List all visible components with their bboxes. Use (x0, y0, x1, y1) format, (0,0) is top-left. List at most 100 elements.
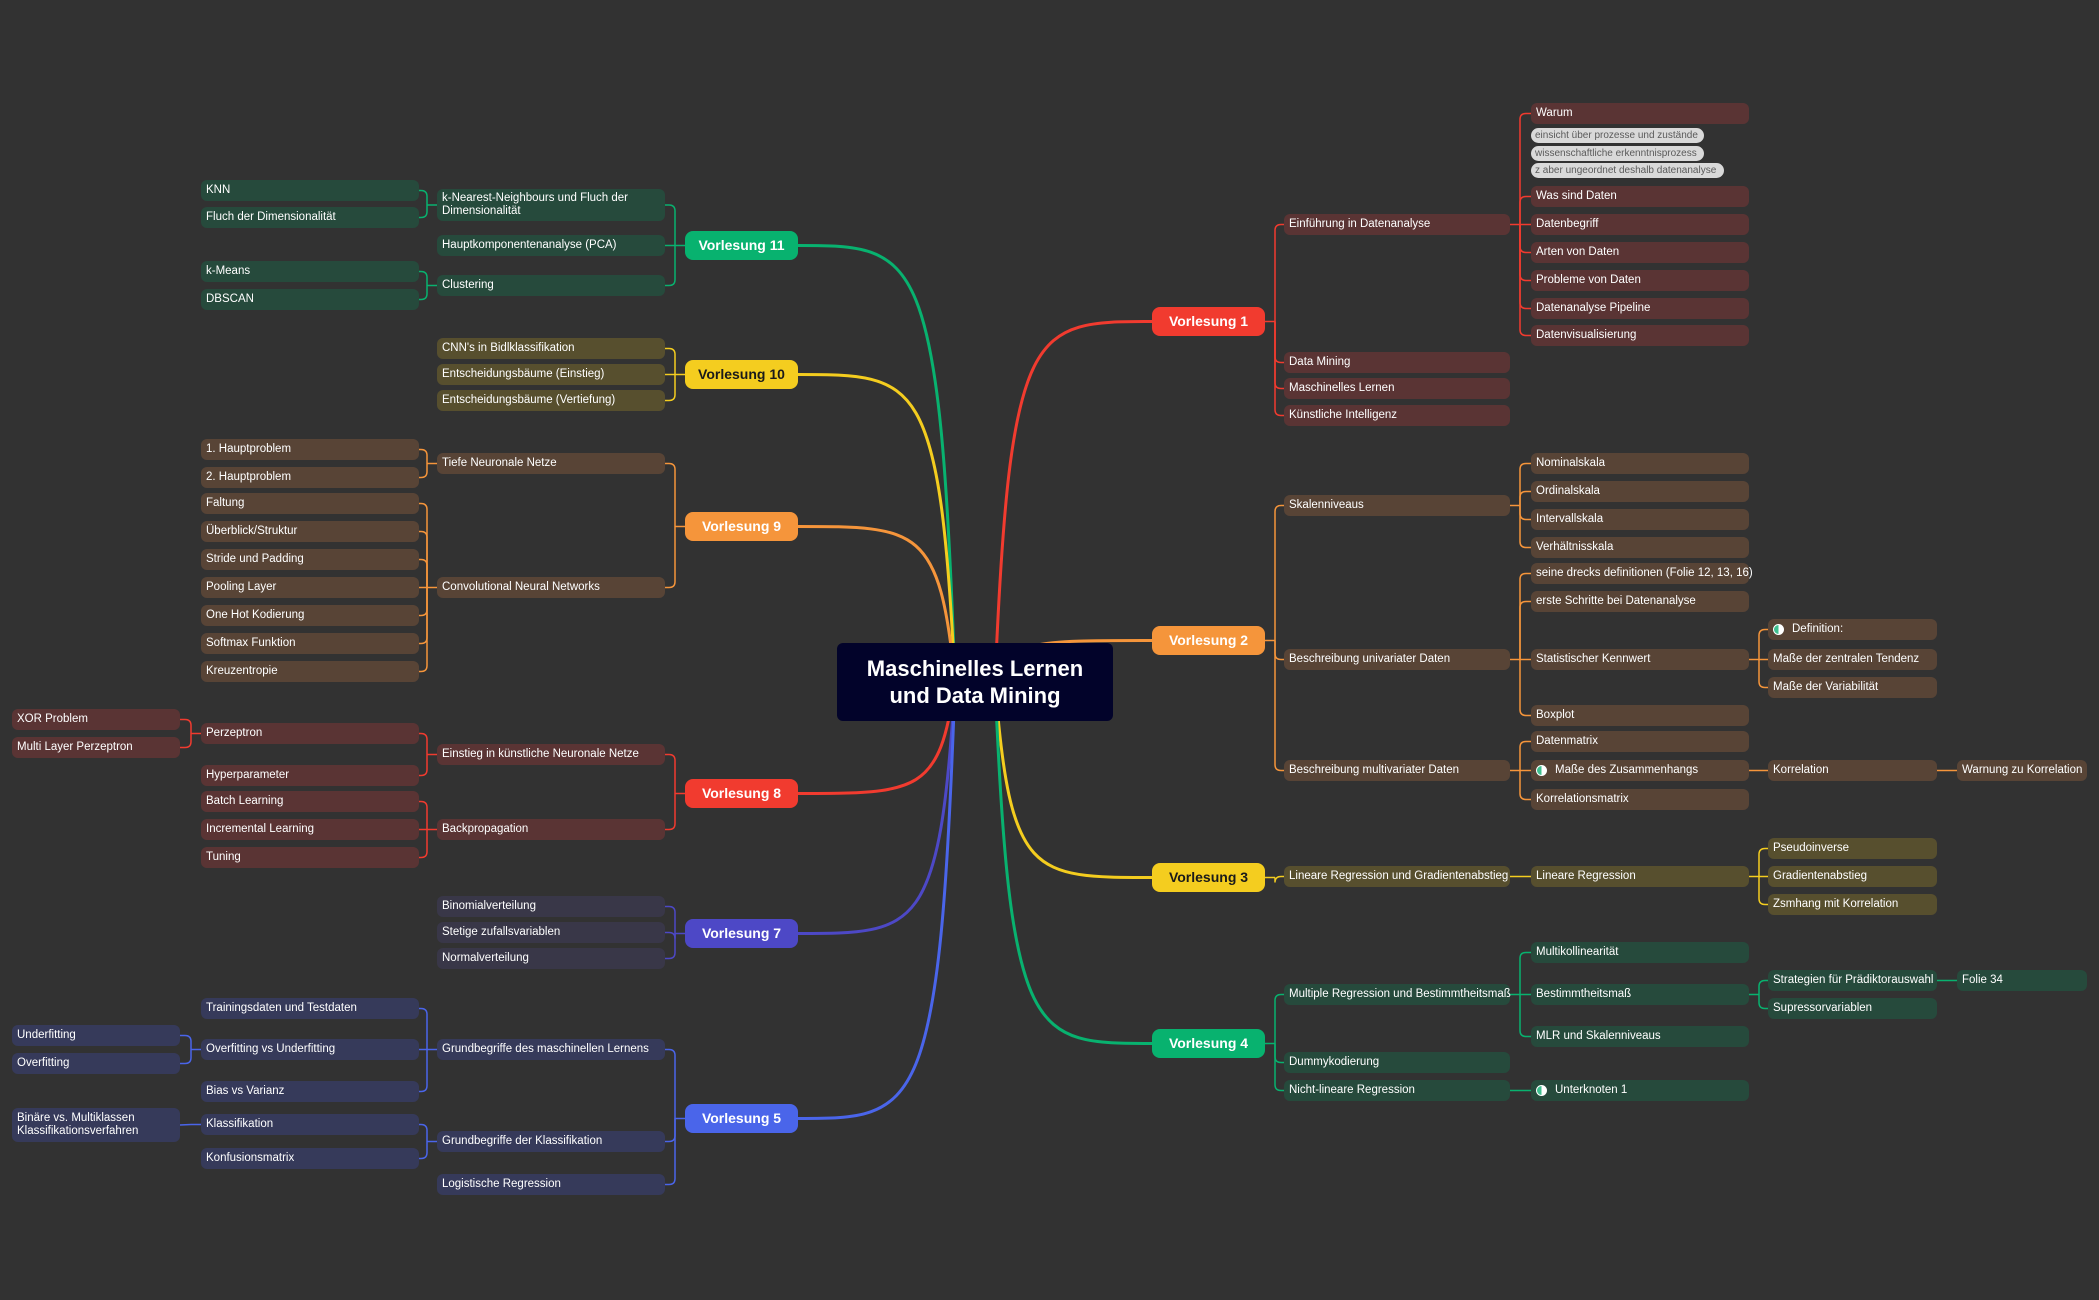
branch-vorlesung-2[interactable]: Vorlesung 2 (1152, 626, 1265, 655)
branch-vorlesung-8[interactable]: Vorlesung 8 (685, 779, 798, 808)
node-2-hauptproblem[interactable]: 2. Hauptproblem (201, 467, 419, 488)
node-folie-34[interactable]: Folie 34 (1957, 970, 2087, 991)
node-convolutional-neural-networks[interactable]: Convolutional Neural Networks (437, 577, 665, 598)
node-dbscan[interactable]: DBSCAN (201, 289, 419, 310)
branch-vorlesung-11[interactable]: Vorlesung 11 (685, 231, 798, 260)
node-binare-vs-multiklassen-klassifikationsverfahren[interactable]: Binäre vs. Multiklassen Klassifikationsv… (12, 1108, 180, 1142)
node-probleme-von-daten[interactable]: Probleme von Daten (1531, 270, 1749, 291)
node-was-sind-daten[interactable]: Was sind Daten (1531, 186, 1749, 207)
node-entscheidungsbaume-vertiefung[interactable]: Entscheidungsbäume (Vertiefung) (437, 390, 665, 411)
node-nicht-lineare-regression[interactable]: Nicht-lineare Regression (1284, 1080, 1510, 1101)
node-softmax-funktion[interactable]: Softmax Funktion (201, 633, 419, 654)
branch-vorlesung-4[interactable]: Vorlesung 4 (1152, 1029, 1265, 1058)
node-kreuzentropie[interactable]: Kreuzentropie (201, 661, 419, 682)
node-k-nearest-neighbours-und-fluch-der-dimensionalitat[interactable]: k-Nearest-Neighbours und Fluch der Dimen… (437, 189, 665, 221)
node-overfitting[interactable]: Overfitting (12, 1053, 180, 1074)
node-einstieg-in-kunstliche-neuronale-netze[interactable]: Einstieg in künstliche Neuronale Netze (437, 744, 665, 765)
node-statistischer-kennwert[interactable]: Statistischer Kennwert (1531, 649, 1749, 670)
node-nominalskala[interactable]: Nominalskala (1531, 453, 1749, 474)
node-fluch-der-dimensionalitat[interactable]: Fluch der Dimensionalität (201, 207, 419, 228)
node-beschreibung-multivariater-daten[interactable]: Beschreibung multivariater Daten (1284, 760, 1510, 781)
branch-vorlesung-10[interactable]: Vorlesung 10 (685, 360, 798, 389)
node-verhaltnisskala[interactable]: Verhältnisskala (1531, 537, 1749, 558)
node-lineare-regression[interactable]: Lineare Regression (1531, 866, 1749, 887)
node-bias-vs-varianz[interactable]: Bias vs Varianz (201, 1081, 419, 1102)
node-hyperparameter[interactable]: Hyperparameter (201, 765, 419, 786)
node-batch-learning[interactable]: Batch Learning (201, 791, 419, 812)
node-bestimmtheitsmass[interactable]: Bestimmtheitsmaß (1531, 984, 1749, 1005)
node-stride-und-padding[interactable]: Stride und Padding (201, 549, 419, 570)
node-incremental-learning[interactable]: Incremental Learning (201, 819, 419, 840)
node-datenanalyse-pipeline[interactable]: Datenanalyse Pipeline (1531, 298, 1749, 319)
node-strategien-fur-pradiktorauswahl[interactable]: Strategien für Prädiktorauswahl (1768, 970, 1937, 991)
node-datenbegriff[interactable]: Datenbegriff (1531, 214, 1749, 235)
branch-vorlesung-1[interactable]: Vorlesung 1 (1152, 307, 1265, 336)
node-einfuhrung-in-datenanalyse[interactable]: Einführung in Datenanalyse (1284, 214, 1510, 235)
node-multiple-regression-und-bestimmtheitsmass[interactable]: Multiple Regression und Bestimmtheitsmaß (1284, 984, 1511, 1005)
node-hauptkomponentenanalyse-pca[interactable]: Hauptkomponentenanalyse (PCA) (437, 235, 665, 256)
node-dummykodierung[interactable]: Dummykodierung (1284, 1052, 1510, 1073)
node-xor-problem[interactable]: XOR Problem (12, 709, 180, 730)
node-warnung-zu-korrelation[interactable]: Warnung zu Korrelation (1957, 760, 2087, 781)
node-multikollinearitat[interactable]: Multikollinearität (1531, 942, 1749, 963)
node-maschinelles-lernen[interactable]: Maschinelles Lernen (1284, 378, 1510, 399)
node-logistische-regression[interactable]: Logistische Regression (437, 1174, 665, 1195)
node-masse-des-zusammenhangs[interactable]: Maße des Zusammenhangs (1531, 760, 1749, 781)
node-stetige-zufallsvariablen[interactable]: Stetige zufallsvariablen (437, 922, 665, 943)
node-masse-der-variabilitat[interactable]: Maße der Variabilität (1768, 677, 1937, 698)
node-arten-von-daten[interactable]: Arten von Daten (1531, 242, 1749, 263)
branch-vorlesung-9[interactable]: Vorlesung 9 (685, 512, 798, 541)
node-cnn-s-in-bidlklassifikation[interactable]: CNN's in Bidlklassifikation (437, 338, 665, 359)
node-intervallskala[interactable]: Intervallskala (1531, 509, 1749, 530)
node-k-means[interactable]: k-Means (201, 261, 419, 282)
node-boxplot[interactable]: Boxplot (1531, 705, 1749, 726)
node-supressorvariablen[interactable]: Supressorvariablen (1768, 998, 1937, 1019)
node-uberblick-struktur[interactable]: Überblick/Struktur (201, 521, 419, 542)
node-korrelation[interactable]: Korrelation (1768, 760, 1937, 781)
node-pooling-layer[interactable]: Pooling Layer (201, 577, 419, 598)
node-beschreibung-univariater-daten[interactable]: Beschreibung univariater Daten (1284, 649, 1510, 670)
node-perzeptron[interactable]: Perzeptron (201, 723, 419, 744)
node-datenvisualisierung[interactable]: Datenvisualisierung (1531, 325, 1749, 346)
central-topic[interactable]: Maschinelles Lernen und Data Mining (837, 643, 1113, 721)
node-faltung[interactable]: Faltung (201, 493, 419, 514)
node-binomialverteilung[interactable]: Binomialverteilung (437, 896, 665, 917)
node-erste-schritte-bei-datenanalyse[interactable]: erste Schritte bei Datenanalyse (1531, 591, 1749, 612)
branch-vorlesung-3[interactable]: Vorlesung 3 (1152, 863, 1265, 892)
node-mlr-und-skalenniveaus[interactable]: MLR und Skalenniveaus (1531, 1026, 1749, 1047)
node-gradientenabstieg[interactable]: Gradientenabstieg (1768, 866, 1937, 887)
node-grundbegriffe-der-klassifikation[interactable]: Grundbegriffe der Klassifikation (437, 1131, 665, 1152)
node-grundbegriffe-des-maschinellen-lernens[interactable]: Grundbegriffe des maschinellen Lernens (437, 1039, 665, 1060)
node-one-hot-kodierung[interactable]: One Hot Kodierung (201, 605, 419, 626)
node-klassifikation[interactable]: Klassifikation (201, 1114, 419, 1135)
node-seine-drecks-definitionen-folie-12-13-16[interactable]: seine drecks definitionen (Folie 12, 13,… (1531, 563, 1753, 584)
node-konfusionsmatrix[interactable]: Konfusionsmatrix (201, 1148, 419, 1169)
node-ordinalskala[interactable]: Ordinalskala (1531, 481, 1749, 502)
node-skalenniveaus[interactable]: Skalenniveaus (1284, 495, 1510, 516)
node-entscheidungsbaume-einstieg[interactable]: Entscheidungsbäume (Einstieg) (437, 364, 665, 385)
branch-vorlesung-7[interactable]: Vorlesung 7 (685, 919, 798, 948)
node-datenmatrix[interactable]: Datenmatrix (1531, 731, 1749, 752)
node-masse-der-zentralen-tendenz[interactable]: Maße der zentralen Tendenz (1768, 649, 1937, 670)
node-data-mining[interactable]: Data Mining (1284, 352, 1510, 373)
node-backpropagation[interactable]: Backpropagation (437, 819, 665, 840)
node-knn[interactable]: KNN (201, 180, 419, 201)
node-pseudoinverse[interactable]: Pseudoinverse (1768, 838, 1937, 859)
node-kunstliche-intelligenz[interactable]: Künstliche Intelligenz (1284, 405, 1510, 426)
node-underfitting[interactable]: Underfitting (12, 1025, 180, 1046)
node-tuning[interactable]: Tuning (201, 847, 419, 868)
node-multi-layer-perzeptron[interactable]: Multi Layer Perzeptron (12, 737, 180, 758)
node-1-hauptproblem[interactable]: 1. Hauptproblem (201, 439, 419, 460)
node-overfitting-vs-underfitting[interactable]: Overfitting vs Underfitting (201, 1039, 419, 1060)
node-zsmhang-mit-korrelation[interactable]: Zsmhang mit Korrelation (1768, 894, 1937, 915)
node-lineare-regression-und-gradientenabstieg[interactable]: Lineare Regression und Gradientenabstieg (1284, 866, 1510, 887)
node-warum[interactable]: Warum (1531, 103, 1749, 124)
node-normalverteilung[interactable]: Normalverteilung (437, 948, 665, 969)
branch-vorlesung-5[interactable]: Vorlesung 5 (685, 1104, 798, 1133)
node-tiefe-neuronale-netze[interactable]: Tiefe Neuronale Netze (437, 453, 665, 474)
node-trainingsdaten-und-testdaten[interactable]: Trainingsdaten und Testdaten (201, 998, 419, 1019)
node-korrelationsmatrix[interactable]: Korrelationsmatrix (1531, 789, 1749, 810)
node-clustering[interactable]: Clustering (437, 275, 665, 296)
node-definition[interactable]: Definition: (1768, 619, 1937, 640)
node-unterknoten-1[interactable]: Unterknoten 1 (1531, 1080, 1749, 1101)
